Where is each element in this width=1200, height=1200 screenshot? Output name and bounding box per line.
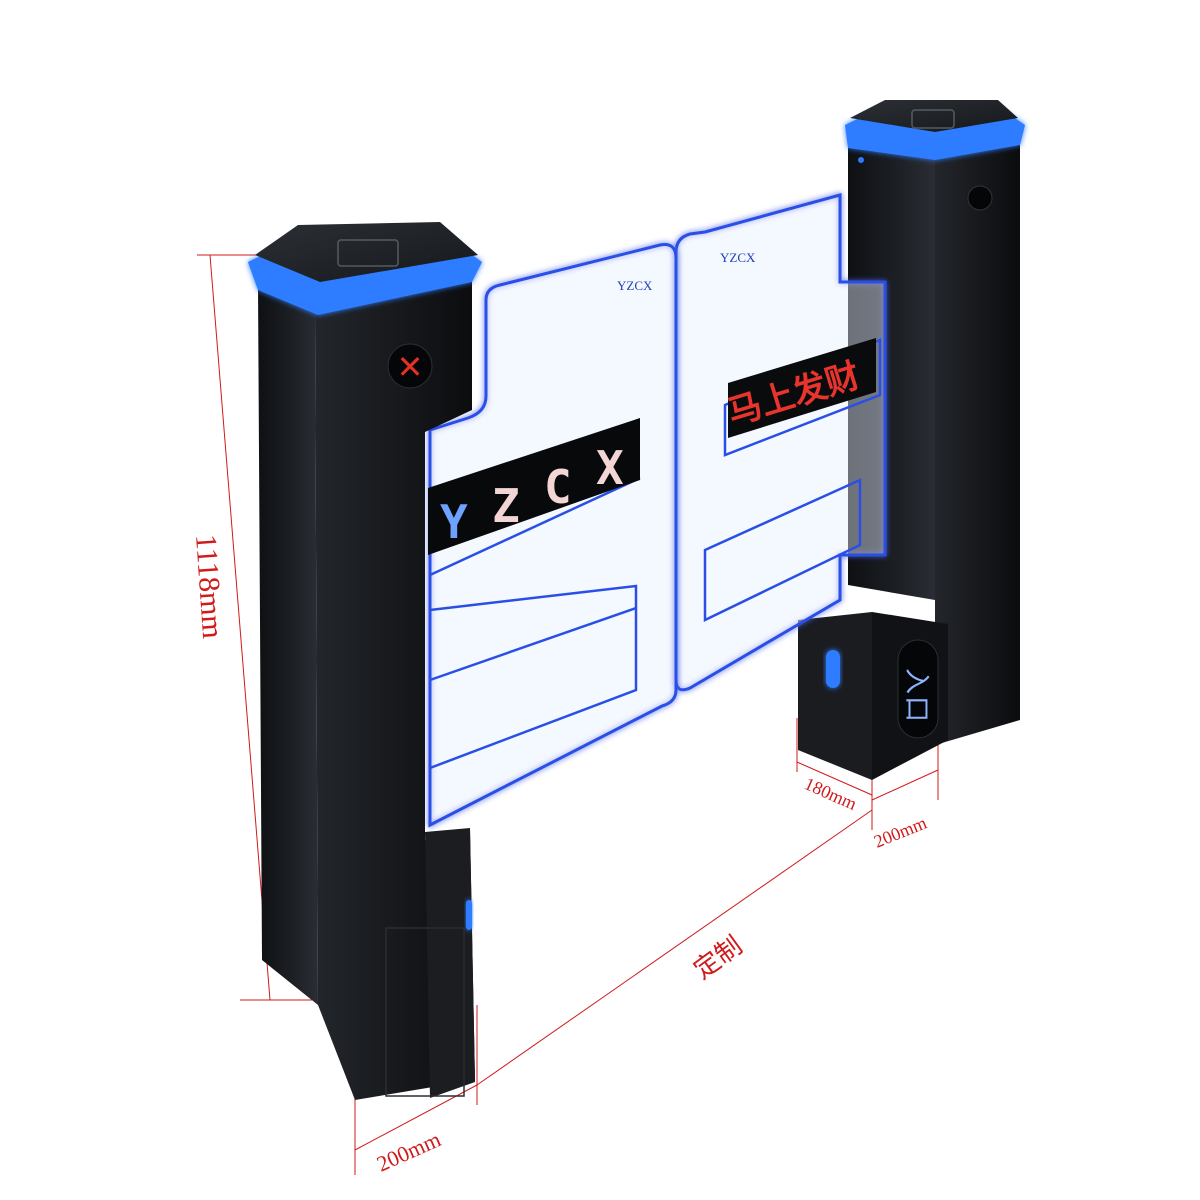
- passage-label: 定制: [688, 931, 747, 985]
- left-brand-mark: YZCX: [617, 278, 653, 293]
- direction-display: 入口: [897, 639, 939, 739]
- status-led: [858, 157, 864, 163]
- left-led-char: X: [596, 441, 624, 495]
- height-label: 1118mm: [189, 533, 229, 640]
- left-pillar: ✕: [248, 222, 482, 1100]
- right-glass-panel: YZCX 马上发财: [674, 193, 887, 692]
- card-reader-icon: [337, 239, 399, 267]
- direction-label: 入口: [901, 668, 931, 724]
- status-symbol-icon: ✕: [397, 348, 424, 386]
- dimension-height: 1118mm: [189, 254, 312, 1001]
- right-brand-mark: YZCX: [720, 250, 756, 265]
- card-reader-icon: [911, 109, 955, 129]
- base-right-label: 200mm: [871, 813, 930, 852]
- sensor-icon: [967, 185, 993, 211]
- left-led-char: Z: [492, 479, 520, 533]
- left-led-display: Y Z C X: [428, 418, 640, 555]
- indicator-light: [826, 650, 840, 688]
- left-led-char: Y: [440, 495, 468, 549]
- left-led-char: C: [544, 460, 572, 514]
- status-indicator: ✕: [387, 343, 433, 389]
- dimension-passage: 定制: [476, 809, 873, 1086]
- left-glass-panel: YZCX Y Z C X: [428, 243, 678, 828]
- base-depth-label: 180mm: [801, 773, 859, 814]
- base-left-label: 200mm: [373, 1126, 445, 1176]
- indicator-light: [466, 900, 472, 930]
- service-door: [385, 927, 465, 1097]
